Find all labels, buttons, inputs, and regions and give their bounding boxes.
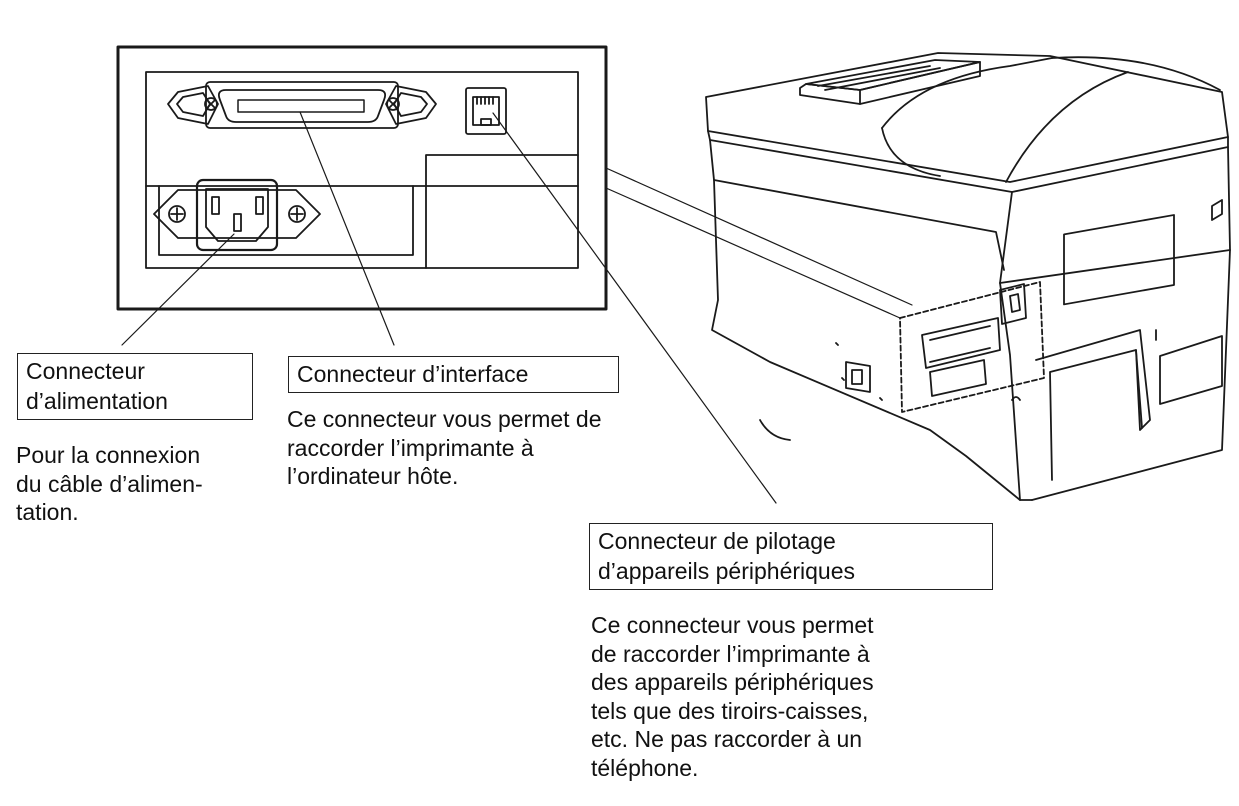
peripheral-desc-line: Ce connecteur vous permet — [591, 612, 874, 638]
interface-connector-title: Connecteur d’interface — [297, 361, 529, 387]
peripheral-connector-title-line2: d’appareils périphériques — [598, 558, 855, 584]
power-connector-description: Pour la connexion du câble d’alimen- tat… — [16, 441, 203, 527]
parallel-interface-connector-icon — [167, 81, 437, 129]
printer-body-icon — [705, 52, 1231, 501]
ac-power-inlet-icon — [153, 178, 321, 252]
inset-panel — [116, 45, 608, 311]
peripheral-desc-line: des appareils périphériques — [591, 669, 874, 695]
interface-desc-line: l’ordinateur hôte. — [287, 463, 459, 489]
peripheral-connector-description: Ce connecteur vous permet de raccorder l… — [591, 611, 874, 782]
power-connector-title-line1: Connecteur — [26, 358, 145, 384]
power-desc-line: du câble d’alimen- — [16, 470, 203, 497]
peripheral-desc-line: de raccorder l’imprimante à — [591, 640, 870, 667]
interface-desc-line: raccorder l’imprimante à — [287, 434, 534, 461]
peripheral-connector-label: Connecteur de pilotage d’appareils périp… — [589, 523, 993, 590]
interface-desc-line: Ce connecteur vous permet de — [287, 406, 602, 432]
power-desc-line: tation. — [16, 499, 79, 525]
rj-modular-jack-icon — [465, 87, 507, 135]
peripheral-desc-line: tels que des tiroirs-caisses, — [591, 697, 869, 724]
peripheral-desc-line: téléphone. — [591, 754, 699, 781]
peripheral-desc-line: etc. Ne pas raccorder à un — [591, 726, 863, 752]
power-connector-label: Connecteur d’alimentation — [17, 353, 253, 420]
peripheral-connector-title-line1: Connecteur de pilotage — [598, 528, 836, 554]
interface-connector-description: Ce connecteur vous permet de raccorder l… — [287, 405, 602, 491]
power-desc-line: Pour la connexion — [16, 442, 201, 468]
interface-connector-label: Connecteur d’interface — [288, 356, 619, 393]
leader-lines — [121, 111, 913, 504]
power-connector-title-line2: d’alimentation — [26, 388, 168, 414]
